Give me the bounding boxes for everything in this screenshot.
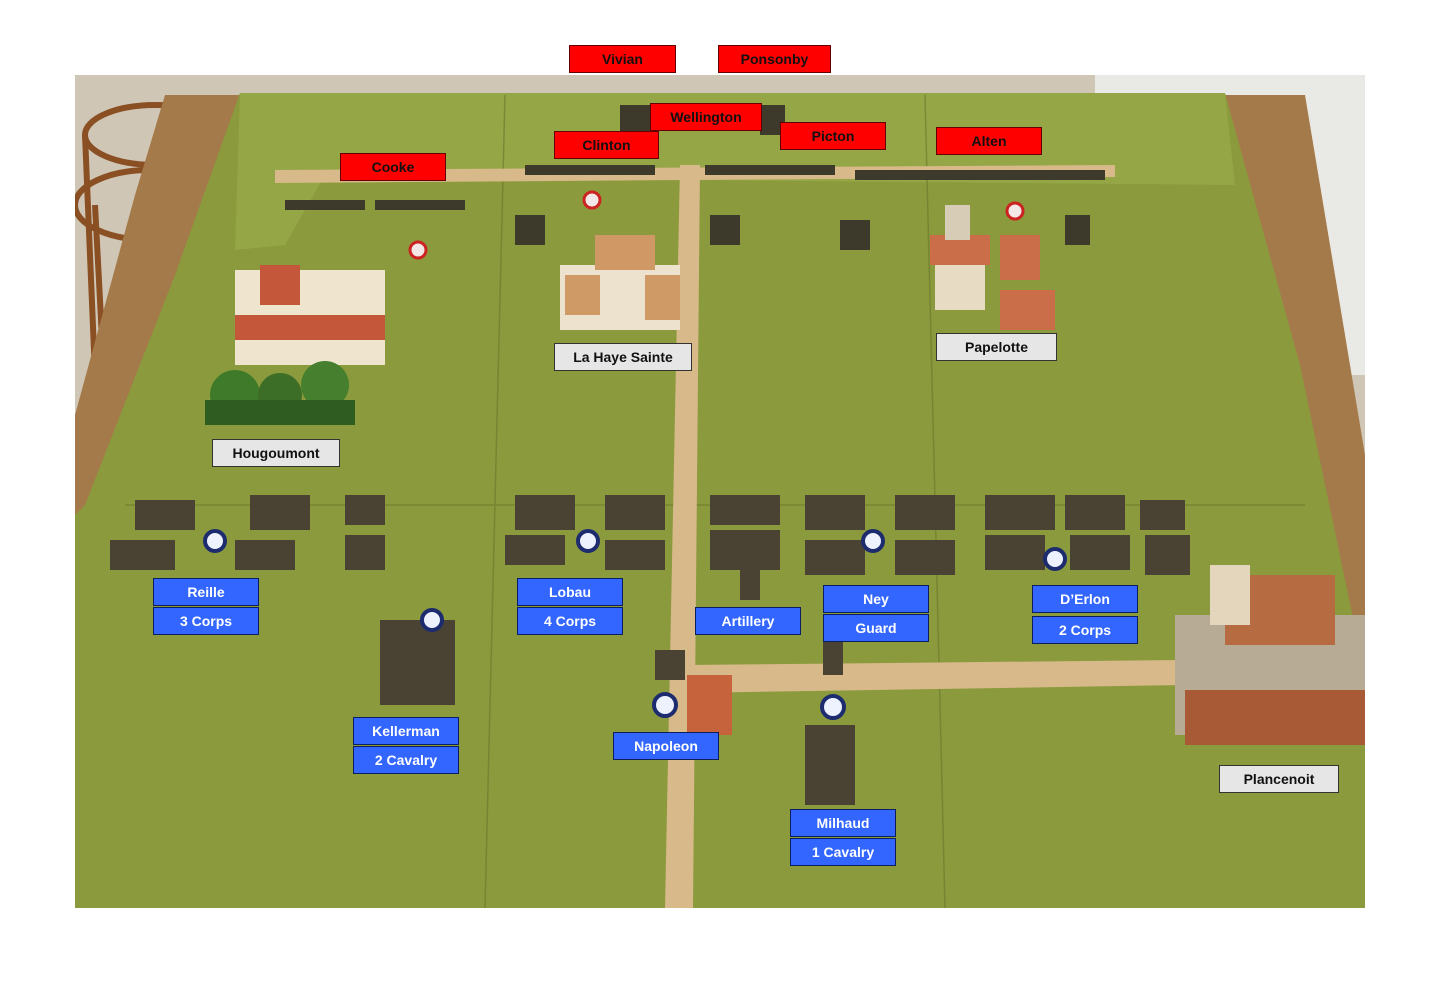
plancenoit-model: [1175, 565, 1365, 745]
hougoumont-model: [205, 265, 385, 425]
label-reille-formation: 3 Corps: [153, 607, 259, 635]
allied-figures: [285, 105, 1105, 250]
la-haye-sainte-model: [560, 235, 680, 330]
label-kellerman: Kellerman: [353, 717, 459, 745]
label-ney: Ney: [823, 585, 929, 613]
label-kellerman-formation: 2 Cavalry: [353, 746, 459, 774]
battlefield-photo: [75, 75, 1365, 908]
label-napoleon: Napoleon: [613, 732, 719, 760]
label-derlon: D’Erlon: [1032, 585, 1138, 613]
label-lobau: Lobau: [517, 578, 623, 606]
label-vivian: Vivian: [569, 45, 676, 73]
label-ponsonby: Ponsonby: [718, 45, 831, 73]
label-picton: Picton: [780, 122, 886, 150]
tabletop-scene: [75, 75, 1365, 908]
label-clinton: Clinton: [554, 131, 659, 159]
label-artillery: Artillery: [695, 607, 801, 635]
label-wellington: Wellington: [650, 103, 762, 131]
label-plancenoit: Plancenoit: [1219, 765, 1339, 793]
label-milhaud-formation: 1 Cavalry: [790, 838, 896, 866]
label-cooke: Cooke: [340, 153, 446, 181]
label-derlon-formation: 2 Corps: [1032, 616, 1138, 644]
label-ney-formation: Guard: [823, 614, 929, 642]
label-papelotte: Papelotte: [936, 333, 1057, 361]
french-figures: [110, 495, 1190, 805]
label-hougoumont: Hougoumont: [212, 439, 340, 467]
label-la-haye-sainte: La Haye Sainte: [554, 343, 692, 371]
label-alten: Alten: [936, 127, 1042, 155]
napoleon-hq-model: [687, 675, 732, 735]
label-reille: Reille: [153, 578, 259, 606]
label-milhaud: Milhaud: [790, 809, 896, 837]
label-lobau-formation: 4 Corps: [517, 607, 623, 635]
papelotte-model: [930, 205, 1055, 330]
command-markers: [203, 190, 1067, 720]
